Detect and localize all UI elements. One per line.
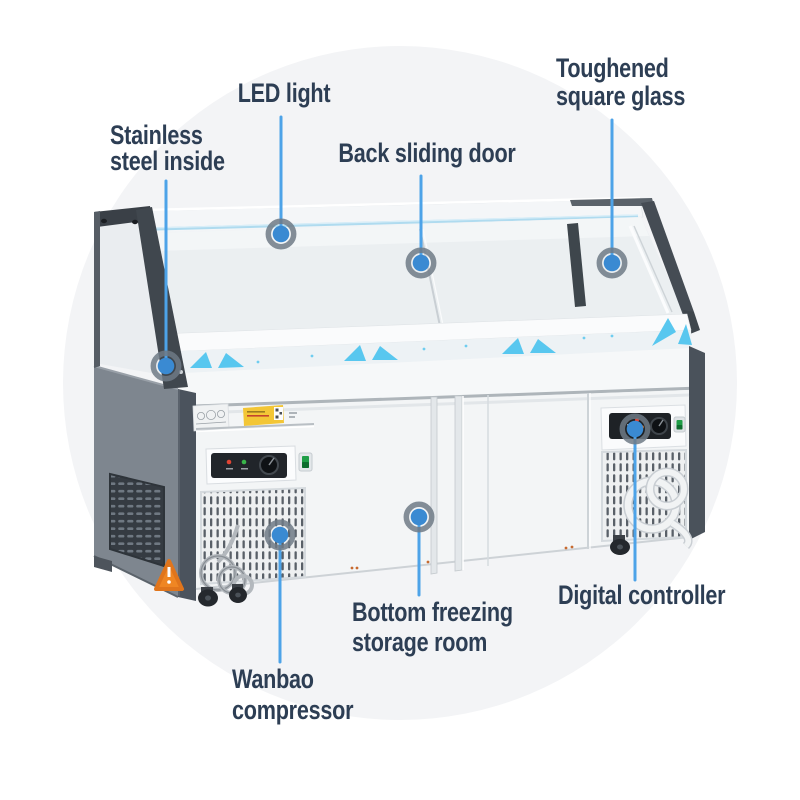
callout-led-light: LED light	[237, 78, 331, 108]
red-indicator	[226, 459, 232, 465]
callout-toughened-square-glass: Toughened square glass	[556, 53, 686, 111]
digital-controller-panel	[600, 404, 687, 451]
caster-wheel	[198, 584, 247, 607]
compressor-grille	[200, 486, 306, 586]
front-corner-post	[178, 389, 196, 601]
side-vent-grille	[109, 472, 165, 568]
right-corner-post	[689, 346, 705, 540]
bottom-storage-doors	[350, 393, 591, 575]
callout-wanbao-compressor: Wanbao compressor	[232, 664, 354, 725]
callout-back-sliding-door: Back sliding door	[338, 138, 516, 168]
yellow-sticker	[243, 405, 284, 426]
power-switch	[298, 452, 313, 472]
dot-bottom-freezing	[403, 501, 435, 533]
callout-dots	[150, 218, 651, 551]
caster-wheel	[610, 535, 630, 555]
glass-divider-slot	[567, 223, 586, 307]
dot-toughened-glass	[596, 247, 628, 279]
dot-wanbao-compressor	[264, 519, 296, 551]
left-side-panel	[93, 365, 196, 601]
led-light-strip	[151, 214, 639, 231]
callout-bottom-freezing-storage-room: Bottom freezing storage room	[352, 597, 513, 657]
drain-hose	[623, 467, 693, 550]
film-triangles	[190, 318, 692, 368]
dot-stainless-steel	[150, 350, 182, 382]
callout-digital-controller: Digital controller	[558, 580, 726, 610]
thermostat-control-panel	[205, 445, 297, 485]
dot-digital-controller	[619, 413, 651, 445]
base-cabinet	[154, 390, 693, 607]
callout-stainless-steel-inside: Stainless steel inside	[110, 120, 225, 176]
green-indicator	[241, 459, 247, 465]
controller-section	[600, 404, 693, 555]
warning-sticker	[154, 559, 184, 591]
dot-back-sliding-door	[405, 247, 437, 279]
controller-power-switch	[673, 416, 686, 433]
dot-led-light	[265, 218, 297, 250]
glass-end-frame	[94, 206, 188, 389]
